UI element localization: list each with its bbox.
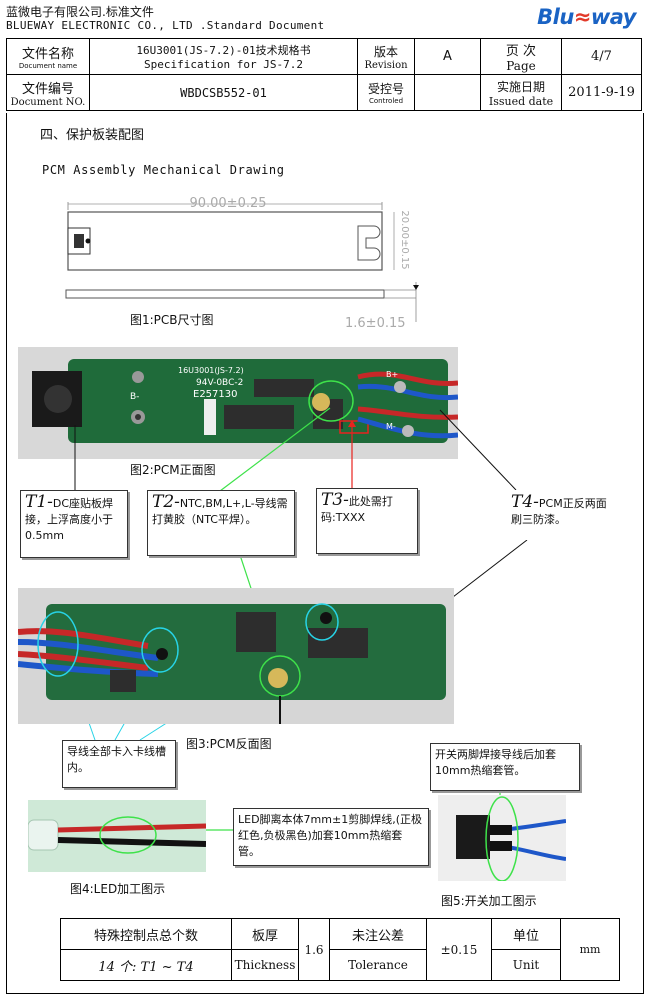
pcb-outline <box>67 211 383 271</box>
unit-value: mm <box>560 918 620 981</box>
figure-3-caption: 图3:PCM反面图 <box>186 737 272 751</box>
pcb-label-m-minus: M- <box>386 422 396 431</box>
doc-no-value: WBDCSB552-01 <box>89 74 358 111</box>
document-header-table: 文件名称 Document name 16U3001(JS-7.2)-01技术规… <box>6 38 642 111</box>
wire-slot-highlight-right <box>305 603 339 641</box>
wire-slot-highlight-left <box>37 611 79 677</box>
section-subtitle: PCM Assembly Mechanical Drawing <box>42 163 285 177</box>
pcb-side-outline <box>65 289 385 299</box>
page-value: 4/7 <box>561 38 642 75</box>
note-t1-label: T1- <box>25 492 53 512</box>
note-t2-text: NTC,BM,L+,L-导线需打黄胶（NTC平焊）。 <box>152 497 288 526</box>
figure-4-caption: 图4:LED加工图示 <box>70 882 166 896</box>
pcb-thickness-dimension: 1.6±0.15 <box>345 316 406 331</box>
led-solder-highlight <box>99 816 157 854</box>
issued-label: 实施日期 <box>496 79 545 94</box>
note-wires: 导线全部卡入卡线槽内。 <box>62 740 176 788</box>
company-name-en: BLUEWAY ELECTRONIC CO., LTD .Standard Do… <box>6 19 325 32</box>
thickness-value: 1.6 <box>298 918 330 981</box>
wire-slot-highlight-mid <box>141 627 179 673</box>
content-frame <box>6 113 644 994</box>
figure-5-caption: 图5:开关加工图示 <box>441 894 537 908</box>
controlled-label: 受控号 <box>367 82 404 96</box>
doc-no-label-cell: 文件编号 Document NO. <box>6 74 90 111</box>
revision-label-en: Revision <box>364 59 408 71</box>
page-label-en: Page <box>506 59 536 73</box>
tolerance-value: ±0.15 <box>426 918 492 981</box>
doc-name-label-cell: 文件名称 Document name <box>6 38 90 75</box>
switch-solder-highlight <box>485 796 519 881</box>
controlled-label-cell: 受控号 Controled <box>357 74 415 111</box>
pcb-code-text: 94V-0BC-2 <box>196 378 243 388</box>
doc-name-value-cell: 16U3001(JS-7.2)-01技术规格书 Specification fo… <box>89 38 358 75</box>
control-count-label: 特殊控制点总个数 <box>60 918 232 950</box>
pcm-back-photo <box>18 588 454 724</box>
note-t2: T2-NTC,BM,L+,L-导线需打黄胶（NTC平焊）。 <box>147 490 295 556</box>
issued-label-cell: 实施日期 Issued date <box>480 74 562 111</box>
revision-value: A <box>414 38 481 75</box>
doc-no-label-en: Document NO. <box>10 96 86 108</box>
company-name-cn: 蓝微电子有限公司.标准文件 <box>6 5 154 19</box>
pcb-cert-text: E257130 <box>193 389 238 400</box>
revision-label-cell: 版本 Revision <box>357 38 415 75</box>
doc-name-label-en: Document name <box>18 62 78 70</box>
unit-label-en: Unit <box>491 949 561 981</box>
pcb-dimension-drawing: 90.00±0.25 20.00±0.15 1.6±0.15 <box>65 196 419 331</box>
pcb-length-dimension: 90.00±0.25 <box>189 196 266 211</box>
section-title: 四、保护板装配图 <box>40 128 145 143</box>
t2-highlight-front <box>308 380 354 422</box>
note-t2-label: T2- <box>152 492 180 512</box>
unit-label: 单位 <box>491 918 561 950</box>
note-t1: T1-DC座贴板焊接，上浮高度小于0.5mm <box>20 490 128 558</box>
switch-body <box>456 815 490 859</box>
note-t3-text: 此处需打码:TXXX <box>321 495 393 524</box>
page-label: 页 次 <box>505 44 537 59</box>
pcb-label-b-minus: B- <box>130 392 139 402</box>
issued-value: 2011-9-19 <box>561 74 642 111</box>
switch-photo <box>438 795 566 881</box>
revision-label: 版本 <box>373 44 398 59</box>
pcb-label-b-plus: B+ <box>386 370 398 379</box>
note-t1-text: DC座贴板焊接，上浮高度小于0.5mm <box>25 497 114 542</box>
note-t4-label: T4- <box>511 492 539 512</box>
thickness-label: 板厚 <box>231 918 299 950</box>
special-control-table: 特殊控制点总个数 板厚 1.6 未注公差 ±0.15 单位 mm 14 个: T… <box>60 918 620 981</box>
note-t4-text: PCM正反两面刷三防漆。 <box>511 497 607 526</box>
figure-2-caption: 图2:PCM正面图 <box>130 463 216 477</box>
doc-name-value-en: Specification for JS-7.2 <box>144 58 303 71</box>
led-photo <box>28 800 206 872</box>
page-label-cell: 页 次 Page <box>480 38 562 75</box>
controlled-label-en: Controled <box>368 97 404 105</box>
pcb-model-text: 16U3001(JS-7.2) <box>178 366 244 375</box>
figure-1-caption: 图1:PCB尺寸图 <box>130 313 214 327</box>
tolerance-label-en: Tolerance <box>329 949 427 981</box>
doc-name-label: 文件名称 <box>21 47 74 62</box>
control-count-value: 14 个: T1 ~ T4 <box>60 949 232 981</box>
company-logo: Blu≈way <box>537 5 636 29</box>
note-t3-label: T3- <box>321 490 349 510</box>
note-t3: T3-此处需打码:TXXX <box>316 488 418 554</box>
note-t4: T4-PCM正反两面刷三防漆。 <box>506 490 616 540</box>
note-led: LED脚离本体7mm±1剪脚焊线,(正极红色,负极黑色)加套10mm热缩套管。 <box>233 808 429 866</box>
note-switch: 开关两脚焊接导线后加套10mm热缩套管。 <box>430 743 580 791</box>
doc-name-value: 16U3001(JS-7.2)-01技术规格书 <box>136 44 311 57</box>
issued-label-en: Issued date <box>488 94 554 108</box>
thickness-label-en: Thickness <box>231 949 299 981</box>
doc-no-label: 文件编号 <box>21 81 74 97</box>
controlled-value <box>414 74 481 111</box>
pcb-width-dimension: 20.00±0.15 <box>399 210 410 269</box>
pcm-front-photo: B- 16U3001(JS-7.2) 94V-0BC-2 E257130 B+ … <box>18 347 458 459</box>
tolerance-label: 未注公差 <box>329 918 427 950</box>
